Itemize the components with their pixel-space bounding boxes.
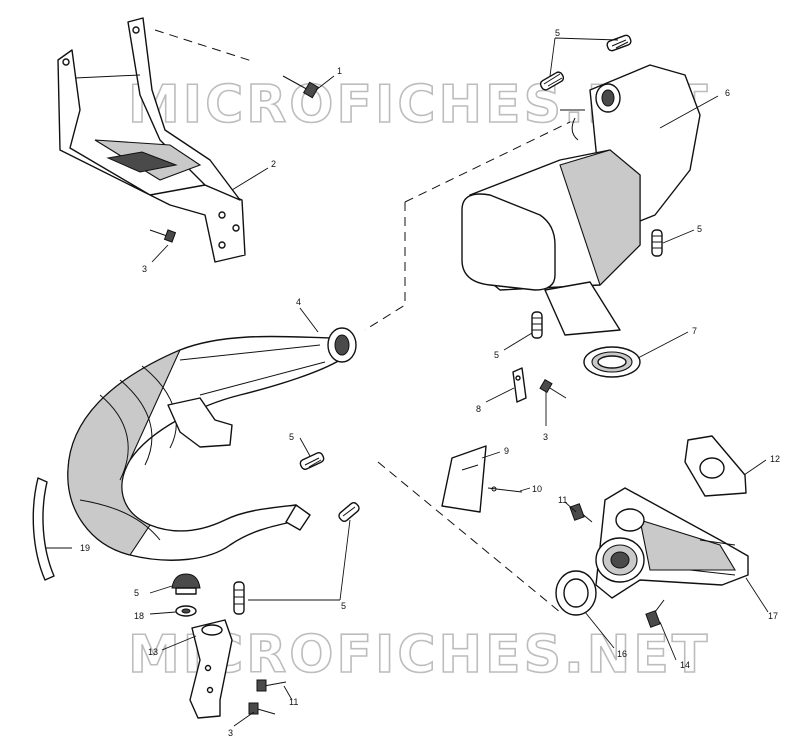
callout-12: 12: [770, 454, 780, 464]
leader-lines: [46, 37, 769, 727]
manifold-gasket-12: [684, 435, 747, 497]
callout-10: 10: [532, 484, 542, 494]
spring-5-top-a: [539, 71, 565, 91]
spring-5-right: [651, 229, 663, 257]
callout-3: 3: [142, 264, 147, 274]
callout-3: 11: [289, 697, 298, 707]
callout-8: 8: [476, 404, 481, 414]
bolt-3-lower: [256, 679, 287, 692]
callout-14: 16: [617, 649, 627, 659]
bolt-15: [248, 702, 276, 715]
callout-9: 9: [504, 446, 509, 456]
bolt-3-mid: [539, 378, 567, 399]
washer-17: [175, 605, 197, 617]
bracket-8: [512, 367, 527, 403]
callout-5: 5: [494, 350, 499, 360]
callout-19: 19: [80, 543, 90, 553]
spring-5-pipe-a: [299, 452, 325, 470]
bolt-11-lower: [645, 599, 665, 628]
spring-5-pipe-b: [338, 502, 360, 522]
callout-4: 4: [296, 297, 301, 307]
callout-13: 17: [768, 611, 778, 621]
callout-11: 14: [680, 660, 690, 670]
assembly-dashed-lines: [154, 29, 571, 613]
spring-5-top-b: [606, 34, 632, 52]
bolt-11-upper: [569, 503, 593, 523]
muffler: [461, 64, 701, 336]
callout-17: 18: [134, 611, 144, 621]
spring-5-mid: [531, 311, 543, 339]
mount-bracket-16: [189, 619, 233, 719]
callout-11: 11: [558, 495, 567, 505]
bolt-10: [487, 486, 523, 493]
exhaust-seal-14: [555, 570, 597, 616]
callout-16: 13: [148, 647, 158, 657]
callout-5: 5: [697, 224, 702, 234]
expansion-pipe: [67, 327, 357, 561]
callout-7: 7: [692, 326, 697, 336]
callout-5: 5: [289, 432, 294, 442]
rubber-damper-18: [171, 573, 201, 595]
callout-5: 5: [341, 601, 346, 611]
callout-6: 6: [725, 88, 730, 98]
exhaust-manifold-13: [595, 487, 749, 599]
callout-5: 5: [555, 28, 560, 38]
callout-18: 5: [134, 588, 139, 598]
bolt-3-upper: [149, 229, 177, 243]
callout-2: 2: [271, 159, 276, 169]
mounting-bracket: [57, 17, 246, 263]
callout-1: 1: [337, 66, 342, 76]
gasket-ring-7: [583, 346, 641, 378]
callout-labels: 1 2 3 4 5 6 5 5 7 8 3 5 9 10 12 11 19 5 …: [80, 28, 780, 738]
callout-3: 3: [543, 432, 548, 442]
callout-15: 3: [228, 728, 233, 738]
heat-shield-9: [441, 445, 487, 513]
spring-5-lower: [233, 581, 245, 615]
bolt-1: [282, 75, 320, 99]
strap-19: [32, 477, 55, 581]
